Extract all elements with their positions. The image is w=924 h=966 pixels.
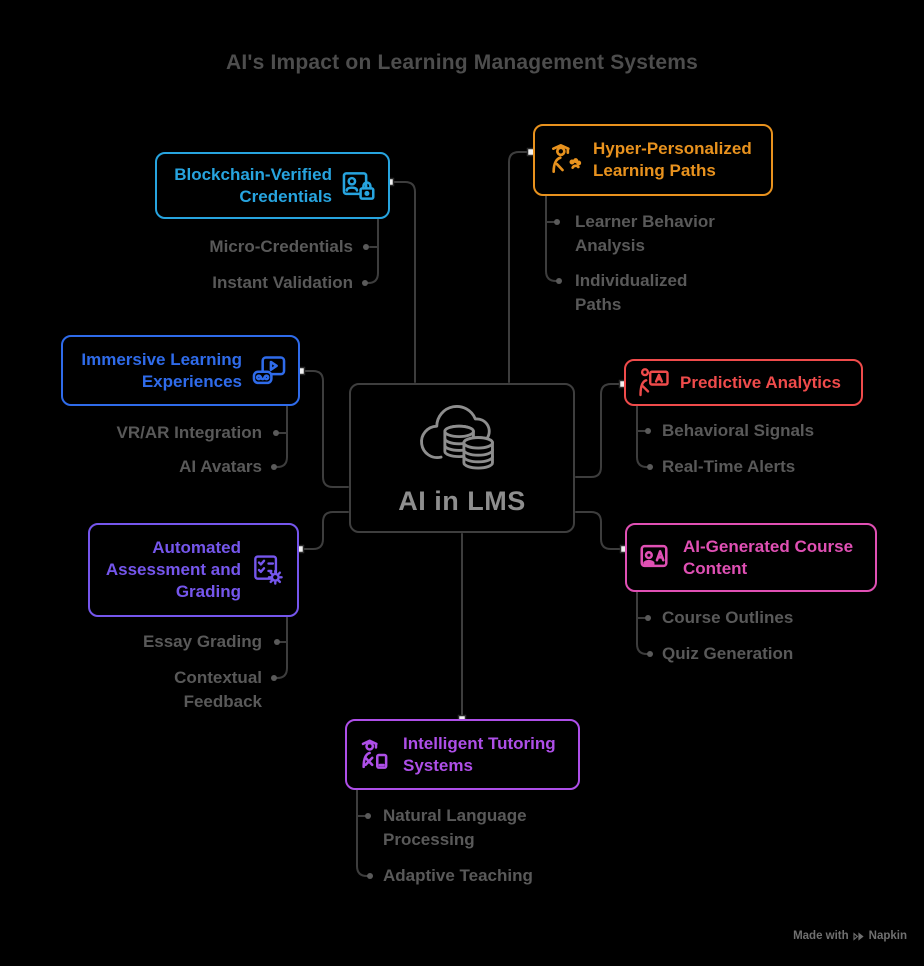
graduate-route-icon xyxy=(545,140,585,180)
sub-item-real-time-alerts[interactable]: Real-Time Alerts xyxy=(662,457,796,476)
node-title: Automated Assessment and Grading xyxy=(105,538,241,601)
sub-item-vr-ar-integration[interactable]: VR/AR Integration xyxy=(116,423,262,442)
watermark-prefix: Made with xyxy=(793,930,849,942)
sub-item-individualized-paths[interactable]: Individualized Paths xyxy=(575,271,688,314)
id-card-lock-icon xyxy=(340,167,378,205)
connector-immersive-center xyxy=(276,370,349,488)
sub-item-course-outlines[interactable]: Course Outlines xyxy=(662,608,794,627)
node-predictive-analytics[interactable]: Predictive Analytics xyxy=(624,359,863,406)
node-automated-assessment-and-grading[interactable]: Automated Assessment and Grading xyxy=(88,523,299,617)
sub-item-adaptive-teaching[interactable]: Adaptive Teaching xyxy=(383,866,533,885)
node-title: Intelligent Tutoring Systems xyxy=(403,733,556,775)
connector-center-tutoring xyxy=(356,533,463,877)
checklist-gear-icon xyxy=(249,551,287,589)
connector-center-aigen xyxy=(575,511,648,655)
subitem-dots xyxy=(271,219,653,879)
sub-item-behavioral-signals[interactable]: Behavioral Signals xyxy=(662,421,815,440)
node-title: Immersive Learning Experiences xyxy=(81,349,242,391)
node-blockchain-verified-credentials[interactable]: Blockchain-Verified Credentials xyxy=(155,152,390,219)
sub-item-natural-language-processing[interactable]: Natural Language Processing xyxy=(383,806,527,849)
sub-item-quiz-generation[interactable]: Quiz Generation xyxy=(662,644,794,663)
node-title: AI-Generated Course Content xyxy=(683,536,854,578)
graduate-tablet-icon xyxy=(357,736,395,774)
sub-item-ai-avatars[interactable]: AI Avatars xyxy=(179,457,262,476)
connector-hyper-center xyxy=(508,151,557,383)
sub-item-learner-behavior-analysis[interactable]: Learner Behavior Analysis xyxy=(575,212,715,255)
vr-media-icon xyxy=(250,352,288,390)
node-hyper-personalized-learning-paths[interactable]: Hyper-Personalized Learning Paths xyxy=(533,124,773,196)
node-title: Predictive Analytics xyxy=(680,372,841,392)
center-node-label: AI in LMS xyxy=(398,486,526,516)
watermark-brand: Napkin xyxy=(868,930,907,942)
napkin-logo-icon xyxy=(853,931,864,941)
sub-item-contextual-feedback[interactable]: Contextual Feedback xyxy=(174,668,262,711)
node-title: Hyper-Personalized Learning Paths xyxy=(593,139,752,180)
center-node[interactable]: AI in LMS xyxy=(349,383,575,533)
connector-center-predictive xyxy=(575,383,648,478)
sub-item-essay-grading[interactable]: Essay Grading xyxy=(142,632,262,651)
node-title: Blockchain-Verified Credentials xyxy=(174,164,332,206)
node-intelligent-tutoring-systems[interactable]: Intelligent Tutoring Systems xyxy=(345,719,580,790)
person-letter-icon xyxy=(637,539,675,577)
watermark[interactable]: Made with Napkin xyxy=(793,930,907,942)
node-immersive-learning-experiences[interactable]: Immersive Learning Experiences xyxy=(61,335,300,406)
node-ai-generated-course-content[interactable]: AI-Generated Course Content xyxy=(625,523,877,592)
sub-item-micro-credentials[interactable]: Micro-Credentials xyxy=(209,237,353,256)
page-title: AI's Impact on Learning Management Syste… xyxy=(225,51,698,74)
cloud-database-icon xyxy=(414,399,510,484)
person-board-icon xyxy=(636,365,672,401)
connector-blockchain-center xyxy=(367,181,416,383)
connector-center-automated xyxy=(276,511,349,679)
sub-item-instant-validation[interactable]: Instant Validation xyxy=(212,273,353,292)
